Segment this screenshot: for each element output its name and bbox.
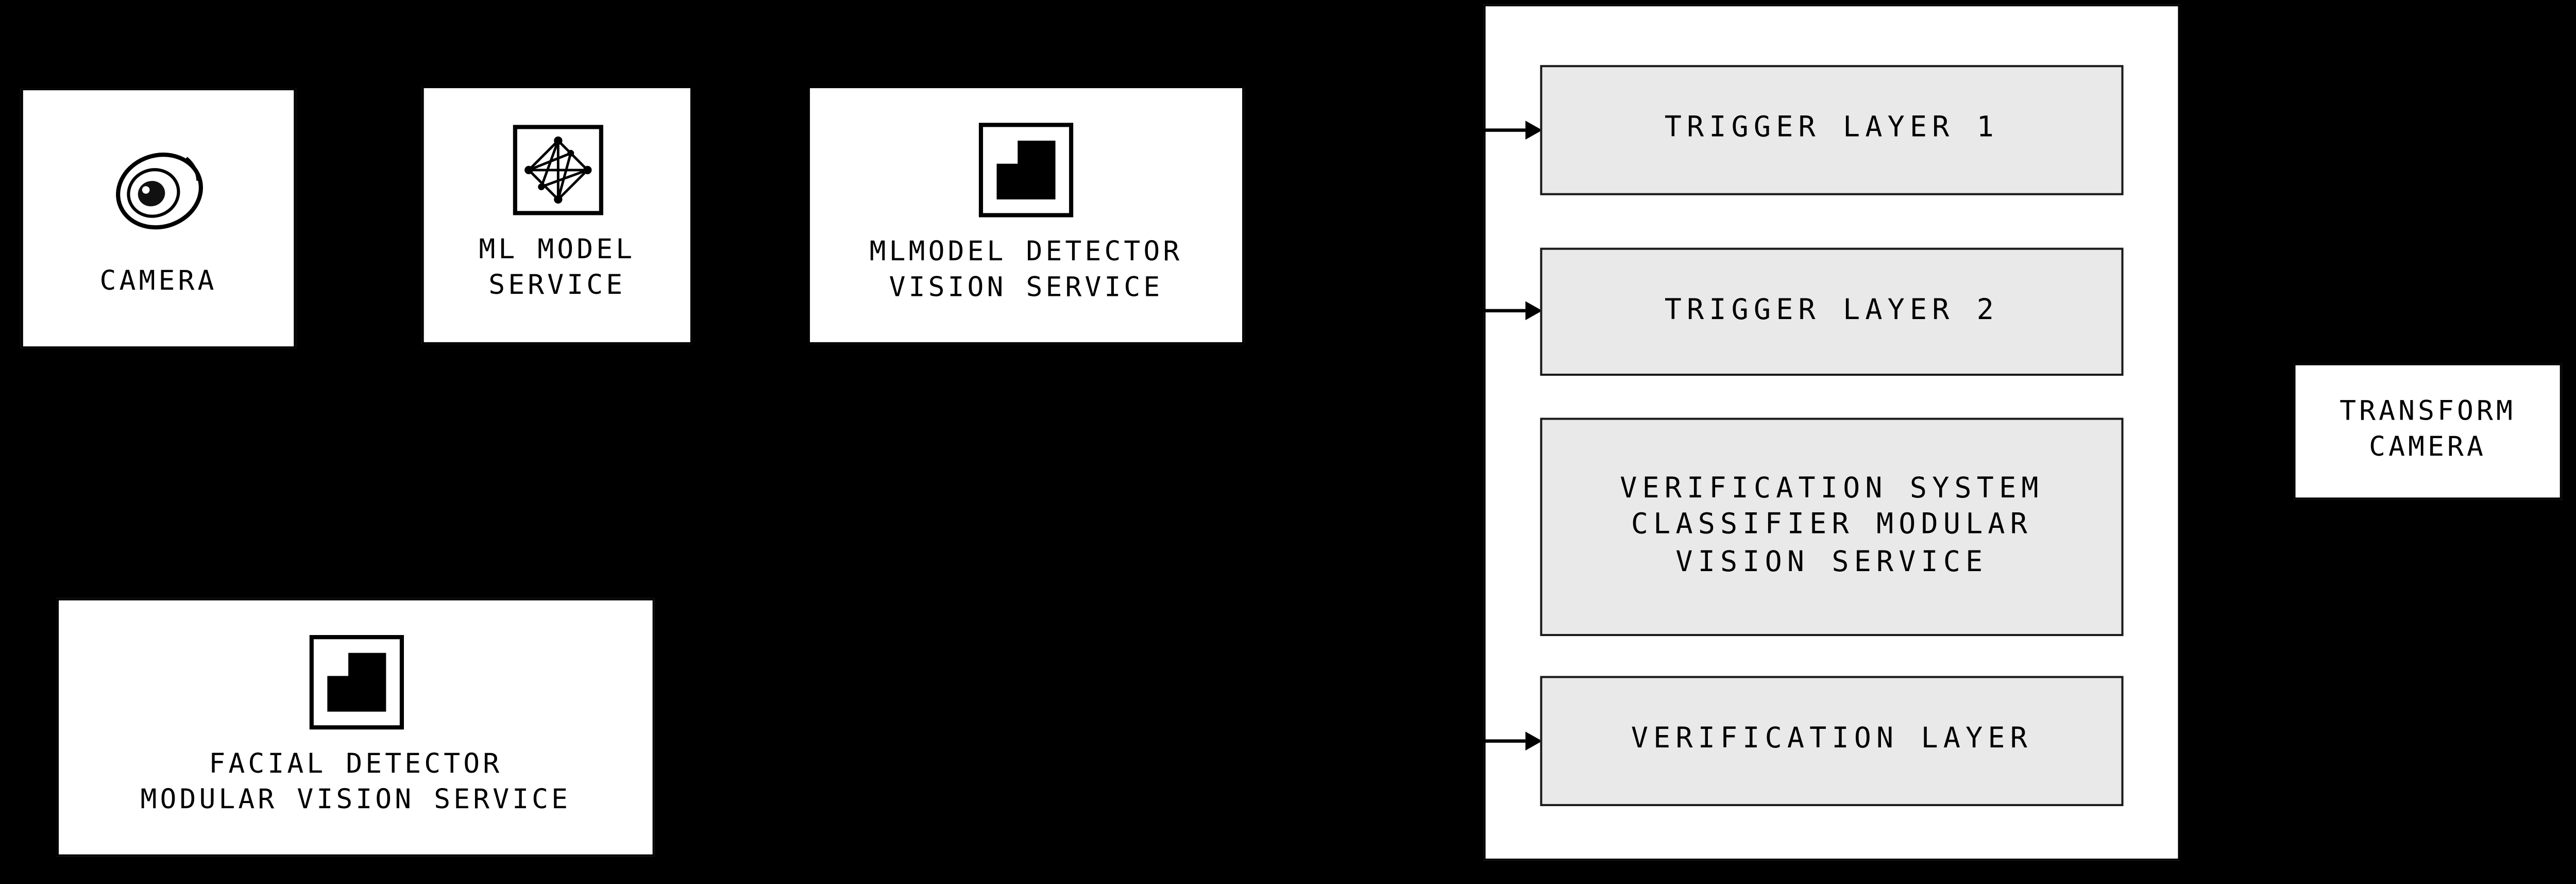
pipeline-verification-layer-label: VERIFICATION LAYER — [1631, 722, 2033, 757]
node-mlmodel-detector: MLMODEL DETECTOR VISION SERVICE — [807, 86, 1245, 344]
camera-lens-icon — [115, 153, 202, 230]
pixel-detector-icon — [308, 636, 403, 730]
node-camera: CAMERA — [21, 88, 296, 349]
node-ml-model-service-label: ML MODEL SERVICE — [479, 236, 636, 303]
node-facial-detector-label: FACIAL DETECTOR MODULAR VISION SERVICE — [140, 750, 571, 817]
arrow-into-trigger-layer-2 — [1473, 301, 1543, 321]
node-transform-camera-label: TRANSFORM CAMERA — [2340, 396, 2516, 463]
arrow-into-trigger-layer-1 — [1473, 121, 1543, 140]
arrow-into-verification-layer — [1473, 731, 1543, 750]
pipeline-verification-system: VERIFICATION SYSTEM CLASSIFIER MODULAR V… — [1540, 418, 2124, 637]
pipeline-trigger-layer-2: TRIGGER LAYER 2 — [1540, 247, 2124, 376]
node-camera-label: CAMERA — [99, 266, 217, 299]
pipeline-trigger-layer-1: TRIGGER LAYER 1 — [1540, 65, 2124, 195]
pipeline-verification-system-label: VERIFICATION SYSTEM CLASSIFIER MODULAR V… — [1620, 472, 2044, 579]
node-transform-camera: TRANSFORM CAMERA — [2293, 363, 2562, 500]
pixel-detector-icon — [978, 123, 1074, 219]
pipeline-verification-layer: VERIFICATION LAYER — [1540, 676, 2124, 806]
neural-network-icon — [512, 125, 602, 216]
node-ml-model-service: ML MODEL SERVICE — [421, 86, 692, 344]
node-facial-detector: FACIAL DETECTOR MODULAR VISION SERVICE — [56, 598, 655, 857]
pipeline-trigger-layer-2-label: TRIGGER LAYER 2 — [1664, 293, 1999, 327]
pipeline-trigger-layer-1-label: TRIGGER LAYER 1 — [1664, 111, 1999, 145]
node-mlmodel-detector-label: MLMODEL DETECTOR VISION SERVICE — [869, 238, 1183, 305]
pipeline-panel: TRIGGER LAYER 1 TRIGGER LAYER 2 VERIFICA… — [1473, 4, 2180, 861]
